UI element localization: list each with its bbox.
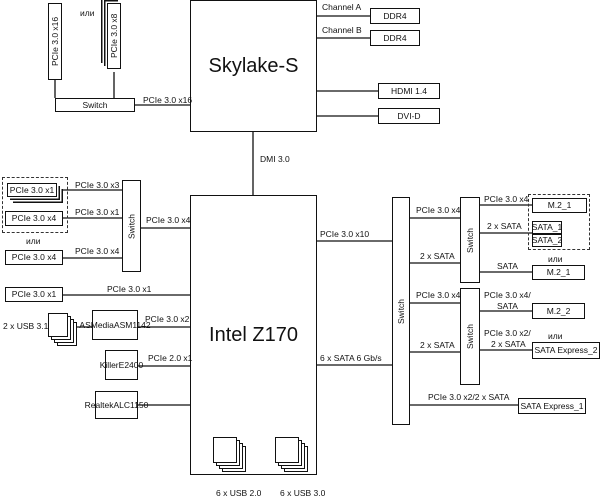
sex1-link-label: PCIe 3.0 x2/2 x SATA (428, 392, 510, 402)
m22-link-label-1: PCIe 3.0 x4/ (484, 290, 531, 300)
hdmi-block: HDMI 1.4 (378, 83, 440, 99)
or-label: или (548, 254, 563, 264)
sex2-link-label-2: 2 x SATA (491, 339, 526, 349)
usb30-ports-icon (275, 437, 299, 463)
ddr4-a: DDR4 (370, 8, 420, 24)
main-switch: Switch (392, 197, 410, 425)
killer-line1: Killer (99, 359, 119, 370)
pcie-x4-slot: PCIe 3.0 x4 (5, 211, 63, 226)
channel-b-label: Channel B (322, 25, 362, 35)
usb20-label: 6 x USB 2.0 (216, 488, 262, 498)
killer-line2: E2400 (118, 359, 144, 370)
pcie-x1-slot: PCIe 3.0 x1 (5, 287, 63, 302)
killer-link-label: PCIe 2.0 x1 (148, 353, 193, 363)
switch-1: Switch (460, 197, 480, 283)
sw1-sata-label: 2 x SATA (420, 251, 455, 261)
sw2-sata-label: 2 x SATA (420, 340, 455, 350)
or-label: или (548, 331, 563, 341)
asmedia-line2: ASM1142 (113, 319, 151, 330)
m21-link-label: PCIe 3.0 x4 (484, 194, 529, 204)
realtek-line2: ALC1150 (113, 399, 149, 410)
m22-link-label-2: SATA (497, 301, 518, 311)
gpu-switch: Switch (55, 98, 135, 112)
sata-1-port: SATA_1 (531, 221, 563, 234)
sex2-link-label-1: PCIe 3.0 x2/ (484, 328, 531, 338)
m2-1-alt-slot: M.2_1 (532, 265, 585, 280)
sw1-x4-label: PCIe 3.0 x4 (416, 205, 461, 215)
pcie-x8-slot: PCIe 3.0 x8 (107, 3, 121, 69)
or-label: или (26, 236, 41, 246)
pcie-x1-slots: PCIe 3.0 x1 (7, 183, 57, 197)
chipset-block: Intel Z170 (190, 195, 317, 475)
usb31-ports-icon (48, 313, 68, 337)
x3-link-label: PCIe 3.0 x3 (75, 180, 120, 190)
pcie-x4-slot-alt: PCIe 3.0 x4 (5, 250, 63, 265)
left-switch: Switch (122, 180, 141, 272)
sata6-label: 6 x SATA 6 Gb/s (320, 353, 382, 363)
pcie-x16-slot: PCIe 3.0 x16 (48, 3, 62, 80)
usb20-ports-icon (213, 437, 237, 463)
cpu-block: Skylake-S (190, 0, 317, 132)
dvi-block: DVI-D (378, 108, 440, 124)
usb30-label: 6 x USB 3.0 (280, 488, 326, 498)
dmi-label: DMI 3.0 (260, 154, 290, 164)
x1-slot-link-label: PCIe 3.0 x1 (107, 284, 152, 294)
sata-2-port: SATA_2 (531, 234, 563, 247)
channel-a-label: Channel A (322, 2, 362, 12)
realtek-line1: Realtek (84, 399, 114, 410)
sata-express-1: SATA Express_1 (518, 398, 586, 414)
m21-sata-label: SATA (497, 261, 518, 271)
m2-2-slot: M.2_2 (532, 303, 585, 319)
asm-link-label: PCIe 3.0 x2 (145, 314, 190, 324)
x1-link-label: PCIe 3.0 x1 (75, 207, 120, 217)
x4-link-label: PCIe 3.0 x4 (75, 246, 120, 256)
usb31-label: 2 x USB 3.1 (3, 321, 49, 331)
sata-express-2: SATA Express_2 (532, 342, 600, 359)
option-group (2, 177, 68, 233)
m2-1-slot: M.2_1 (532, 198, 587, 213)
ddr4-b: DDR4 (370, 30, 420, 46)
switch-link-label: PCIe 3.0 x4 (146, 215, 191, 225)
or-label: или (80, 8, 95, 18)
cpu-link-label: PCIe 3.0 x16 (143, 95, 193, 105)
asmedia-line1: ASMedia (79, 319, 114, 330)
switch-2: Switch (460, 288, 480, 385)
sata-link-label: 2 x SATA (487, 221, 522, 231)
sw2-x4-label: PCIe 3.0 x4 (416, 290, 461, 300)
x10-label: PCIe 3.0 x10 (320, 229, 370, 239)
option-group-right (528, 194, 590, 250)
